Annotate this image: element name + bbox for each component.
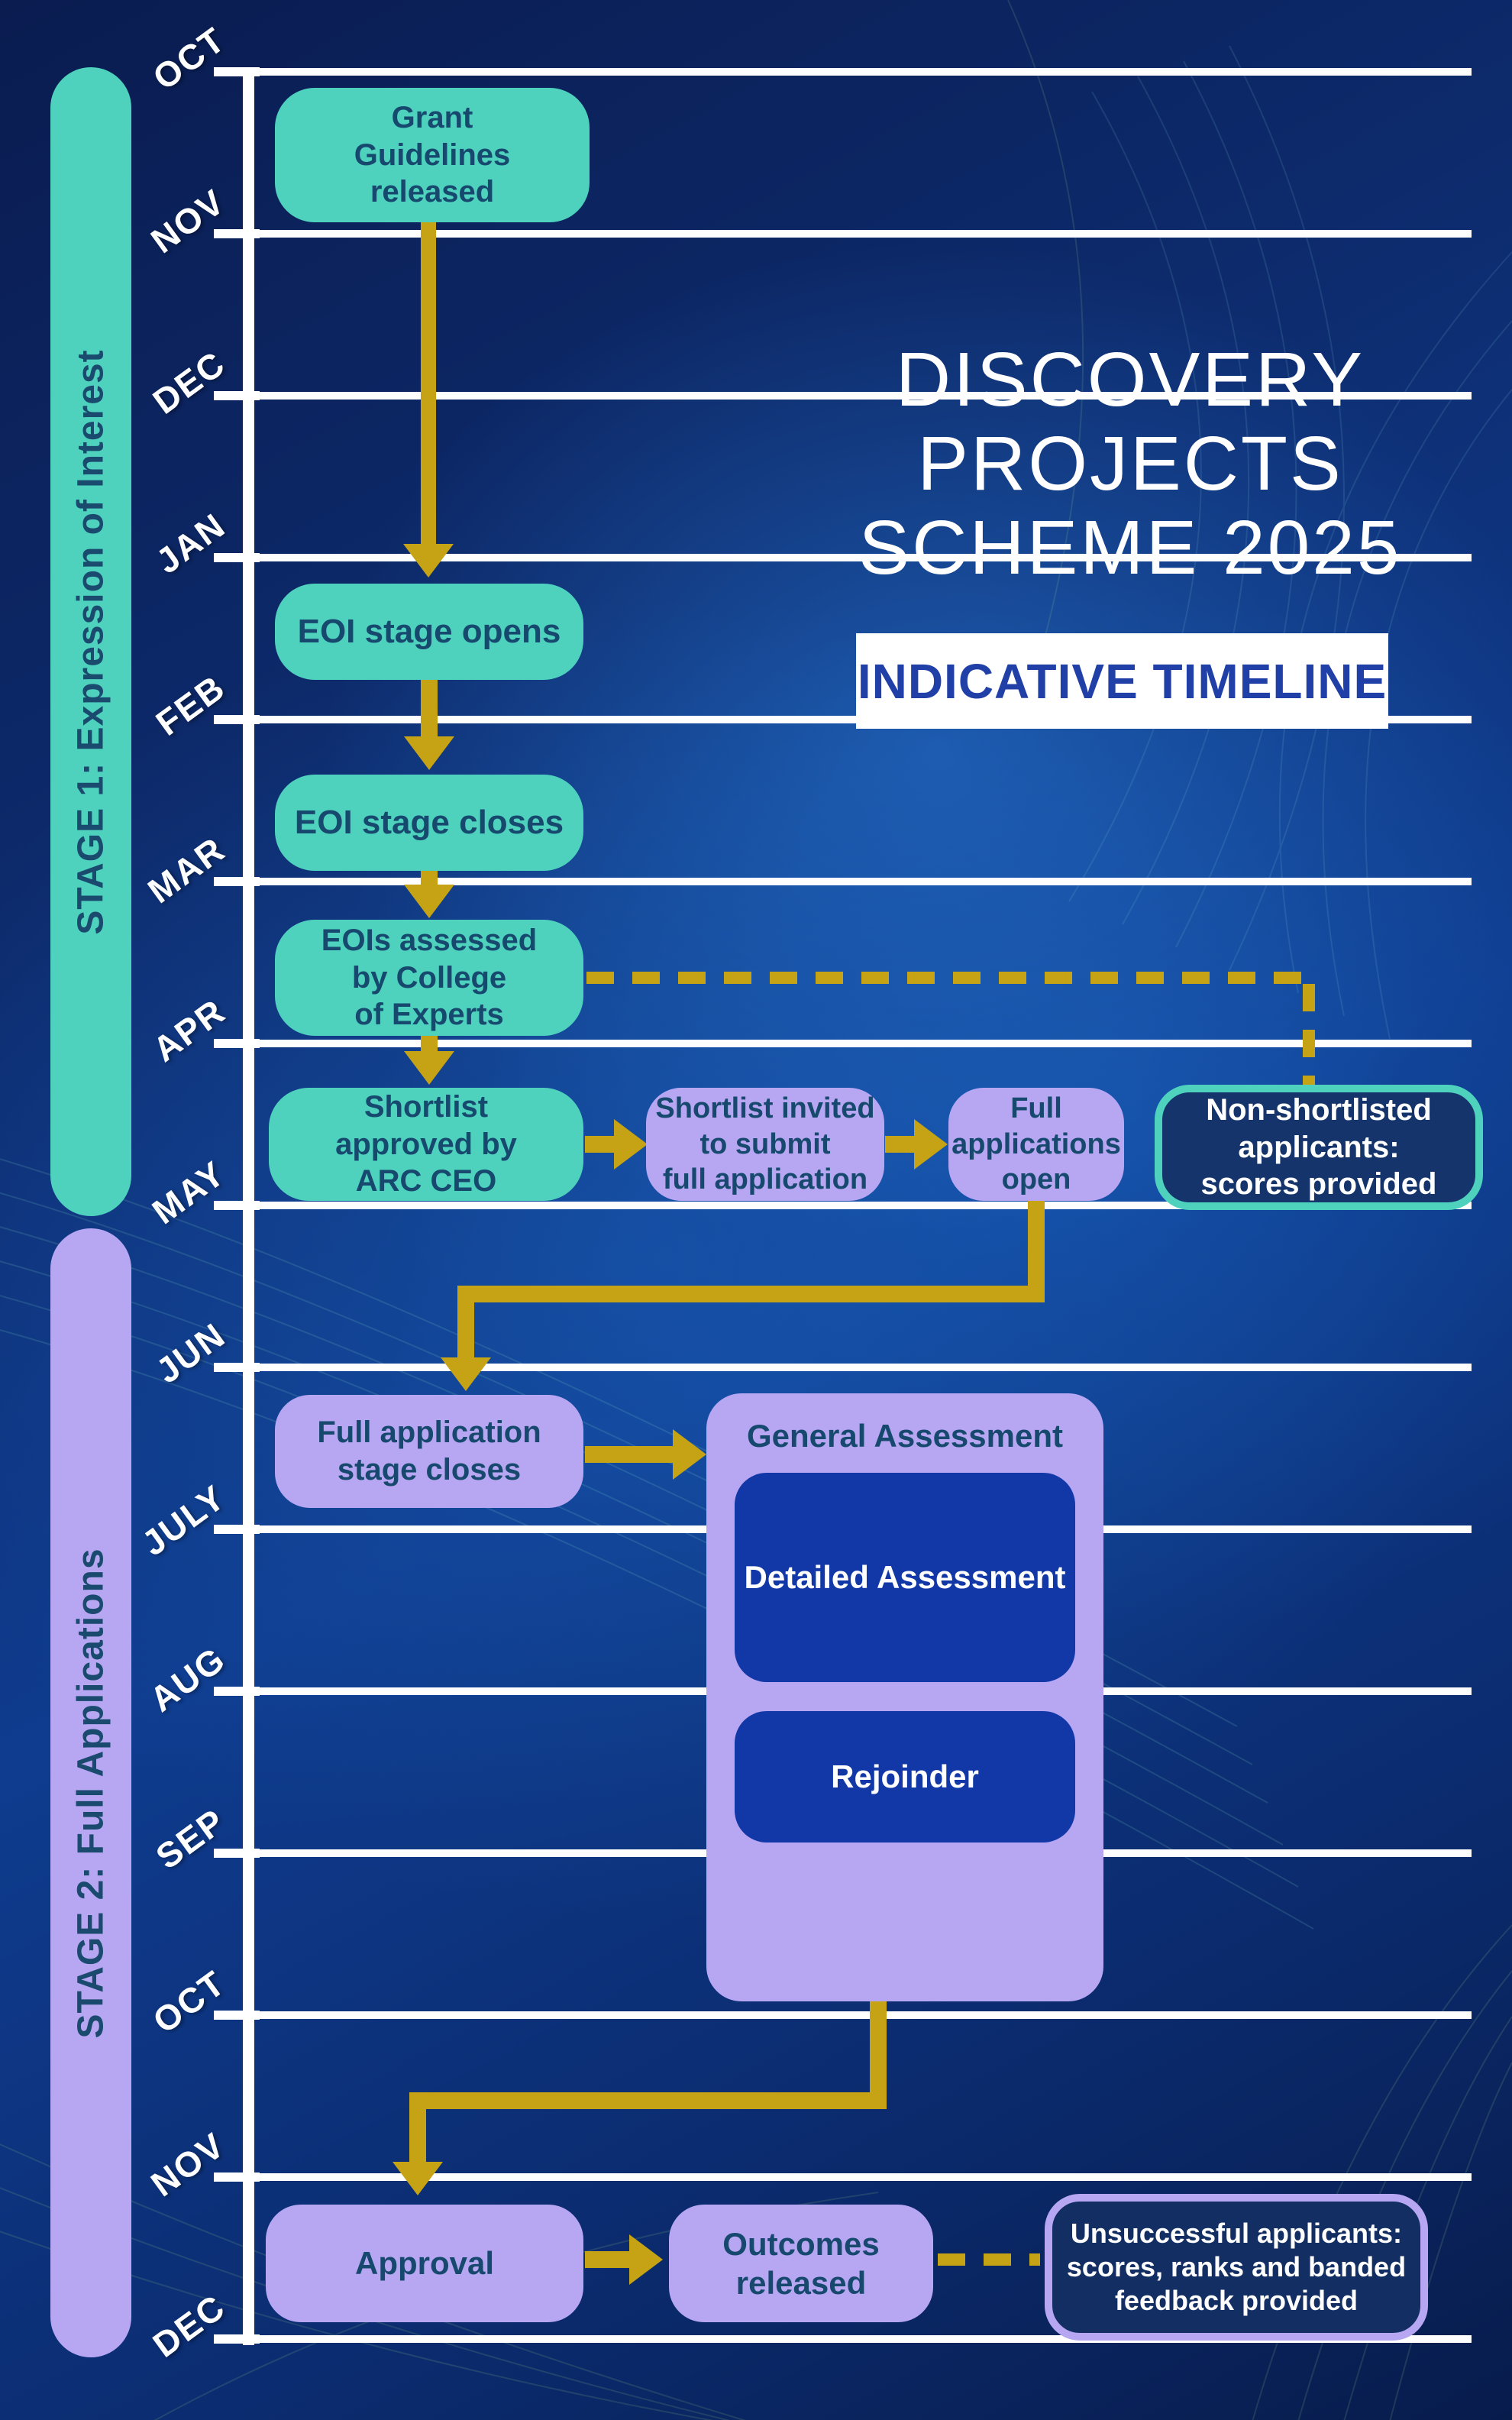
general-assessment-label: General Assessment (747, 1418, 1063, 1454)
connector-elbow2-horizontal (409, 2092, 887, 2109)
eoi-stage-opens-box: EOI stage opens (275, 584, 583, 680)
month-tick (214, 1201, 260, 1210)
month-line (249, 230, 1472, 238)
month-line (249, 1364, 1472, 1371)
month-line (249, 2335, 1472, 2343)
arrowhead-right-icon (614, 1119, 648, 1170)
stage1-bar: STAGE 1: Expression of Interest (50, 67, 131, 1216)
arrowhead-down-icon (393, 2162, 443, 2195)
month-tick (214, 1525, 260, 1534)
arrowhead-down-icon (441, 1357, 491, 1391)
arrowhead-down-icon (404, 1051, 454, 1085)
eois-assessed-box: EOIs assessed by College of Experts (275, 920, 583, 1036)
connector-elbow1-horizontal (457, 1286, 1045, 1302)
connector-elbow2-vertical-left (409, 2109, 426, 2163)
arrowhead-right-icon (629, 2234, 663, 2285)
arrowhead-down-icon (404, 736, 454, 770)
non-shortlisted-callout-box: Non-shortlisted applicants: scores provi… (1155, 1085, 1483, 1210)
title-line-2: PROJECTS (917, 421, 1343, 506)
month-tick (214, 2011, 260, 2020)
dashed-connector-outcomes-to-unsuccessful (938, 2253, 1040, 2266)
stage1-label: STAGE 1: Expression of Interest (70, 348, 111, 935)
dashed-connector-assessed-to-nonshortlisted-horizontal (586, 972, 1315, 984)
arrowhead-down-icon (403, 544, 454, 578)
month-tick (214, 229, 260, 238)
month-line (249, 878, 1472, 885)
month-line (249, 68, 1472, 76)
page-title: DISCOVERY PROJECTS SCHEME 2025 (787, 338, 1474, 590)
month-line (249, 1202, 1472, 1209)
eoi-stage-closes-box: EOI stage closes (275, 775, 583, 871)
month-tick (214, 67, 260, 76)
full-application-stage-closes-box: Full application stage closes (275, 1395, 583, 1508)
grant-guidelines-box: Grant Guidelines released (275, 88, 590, 222)
unsuccessful-callout-box: Unsuccessful applicants: scores, ranks a… (1045, 2194, 1428, 2341)
connector-assessed-to-shortlist (421, 1036, 438, 1053)
approval-box: Approval (266, 2205, 583, 2322)
detailed-assessment-box: Detailed Assessment (735, 1473, 1075, 1682)
connector-closes-to-general (585, 1446, 674, 1463)
connector-elbow1-vertical-left (457, 1302, 474, 1359)
title-line-3: SCHEME 2025 (858, 505, 1402, 590)
month-tick (214, 877, 260, 886)
month-tick (214, 2172, 260, 2182)
month-line (249, 1040, 1472, 1047)
dashed-connector-assessed-to-nonshortlisted-vertical (1303, 984, 1315, 1085)
connector-elbow1-vertical-right (1028, 1201, 1045, 1302)
month-tick (214, 1039, 260, 1048)
month-tick (214, 1687, 260, 1696)
arrowhead-right-icon (673, 1429, 706, 1480)
month-line (249, 554, 1472, 561)
connector-elbow2-vertical-right (870, 1995, 887, 2109)
month-tick (214, 1849, 260, 1858)
connector-shortlist-to-invited (585, 1136, 615, 1153)
month-line (249, 2173, 1472, 2181)
rejoinder-box: Rejoinder (735, 1711, 1075, 1842)
month-line (249, 2011, 1472, 2019)
stage2-bar: STAGE 2: Full Applications (50, 1228, 131, 2357)
arrowhead-right-icon (914, 1119, 948, 1170)
subtitle-text: INDICATIVE TIMELINE (857, 653, 1388, 709)
connector-invited-to-full-open (885, 1136, 916, 1153)
month-line (249, 392, 1472, 400)
connector-eoi-opens-to-closes (421, 680, 438, 738)
subtitle-banner: INDICATIVE TIMELINE (856, 633, 1388, 729)
connector-grant-to-eoi-opens (421, 222, 436, 545)
connector-eoi-closes-to-assessed (421, 871, 438, 886)
full-applications-open-box: Full applications open (948, 1088, 1124, 1201)
outcomes-released-box: Outcomes released (669, 2205, 933, 2322)
month-tick (214, 715, 260, 724)
title-line-1: DISCOVERY (895, 337, 1365, 422)
month-tick (214, 553, 260, 562)
month-tick (214, 2334, 260, 2344)
month-tick (214, 391, 260, 400)
month-tick (214, 1363, 260, 1372)
shortlist-approved-box: Shortlist approved by ARC CEO (269, 1088, 583, 1201)
connector-approval-to-outcomes (585, 2251, 631, 2268)
stage2-label: STAGE 2: Full Applications (70, 1547, 111, 2039)
shortlist-invited-box: Shortlist invited to submit full applica… (646, 1088, 884, 1201)
arrowhead-down-icon (404, 885, 454, 918)
